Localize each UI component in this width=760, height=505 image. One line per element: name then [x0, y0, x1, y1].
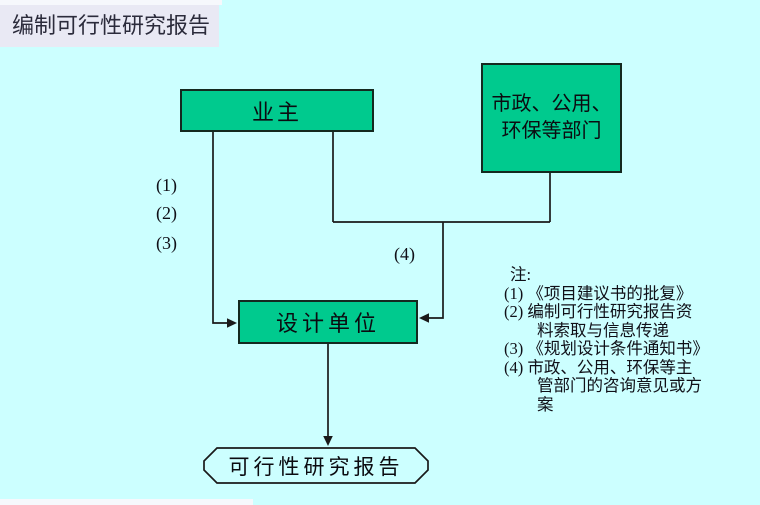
- note-line-3: (3) 《规划设计条件通知书》: [504, 339, 709, 358]
- report-octagon-outline: [203, 447, 429, 484]
- node-owner: 业主: [180, 89, 374, 132]
- node-design-unit-label: 设计单位: [275, 311, 380, 336]
- edge-label-2: (2): [156, 203, 177, 223]
- edge-label-1: (1): [156, 175, 177, 195]
- edge-label-4: (4): [394, 244, 415, 264]
- edge-label-3: (3): [156, 233, 177, 253]
- note-line-4: (4) 市政、公用、环保等主: [504, 357, 693, 377]
- edge-bus-to-designer: [427, 222, 444, 319]
- arrowhead-into-report: [323, 436, 333, 446]
- note-line-2-cont: 料索取与信息传递: [537, 320, 669, 340]
- notes-heading: 注:: [510, 265, 532, 284]
- notes-block: 注: (1) 《项目建议书的批复》 (2) 编制可行性研究报告资 料索取与信息传…: [504, 265, 760, 414]
- note-line-4-cont2: 案: [537, 394, 554, 414]
- note-line-2: (2) 编制可行性研究报告资: [504, 302, 693, 321]
- bottom-edge-strip: [0, 499, 253, 505]
- top-edge-strip: [0, 0, 222, 5]
- node-feasibility-report-label: 可行性研究报告: [228, 454, 404, 479]
- node-design-unit: 设计单位: [238, 300, 418, 344]
- note-line-1: (1) 《项目建议书的批复》: [504, 283, 693, 303]
- arrowhead-into-designer-left: [227, 318, 237, 328]
- node-municipal-label-line2: 环保等部门: [501, 120, 602, 142]
- arrowhead-into-designer-right: [419, 313, 429, 323]
- node-municipal-label-line1: 市政、公用、: [491, 93, 612, 115]
- edge-owner-to-designer: [212, 131, 228, 324]
- slide-title: 编制可行性研究报告: [0, 5, 219, 47]
- node-feasibility-report: 可行性研究报告: [204, 448, 428, 483]
- node-owner-label: 业主: [251, 99, 302, 125]
- note-line-4-cont: 管部门的咨询意见或方: [537, 376, 702, 395]
- node-municipal-departments: 市政、公用、 环保等部门: [481, 63, 622, 173]
